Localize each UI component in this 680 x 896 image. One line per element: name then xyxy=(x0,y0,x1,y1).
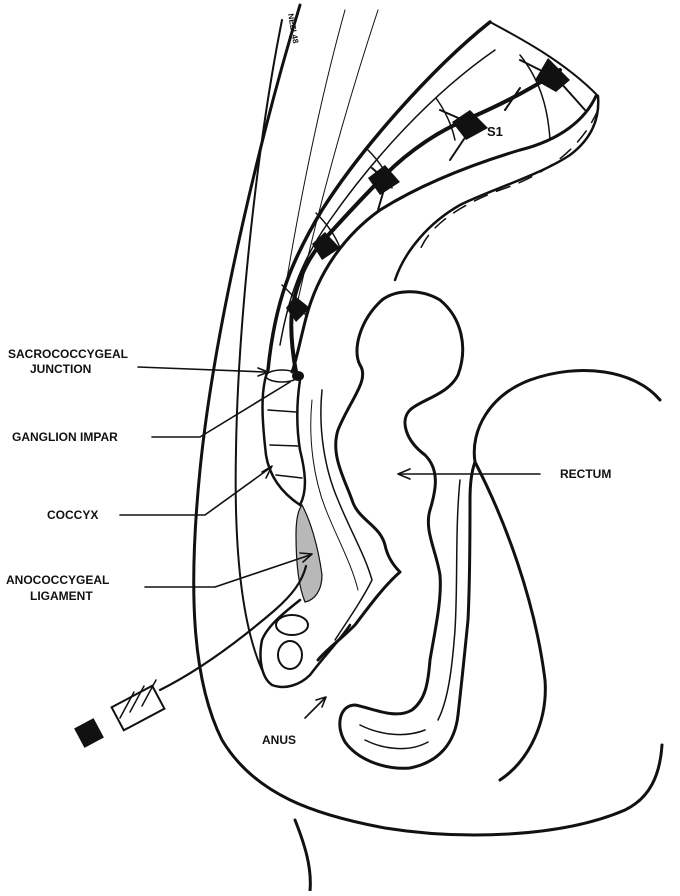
label-coccyx: COCCYX xyxy=(47,508,98,522)
perineal-oval-lower xyxy=(277,640,303,670)
label-anococcygeal-line1: ANOCOCCYGEAL xyxy=(6,573,109,587)
coccyx-segments xyxy=(267,409,303,479)
anal-canal-lines xyxy=(359,724,429,750)
rectum-lumen-line xyxy=(320,389,373,641)
perineal-body xyxy=(259,598,352,689)
label-ganglion-impar: GANGLION IMPAR xyxy=(12,430,118,444)
perineal-oval-upper xyxy=(275,614,309,636)
rectum-anterior-inner xyxy=(437,479,461,721)
skin-contour xyxy=(192,3,664,837)
label-rectum: RECTUM xyxy=(560,467,611,481)
rectum-lumen-line-2 xyxy=(310,399,359,591)
label-anus: ANUS xyxy=(262,733,296,747)
sacrococcygeal-disc xyxy=(265,369,299,383)
needle-syringe-end xyxy=(74,718,104,748)
s1-label: S1 xyxy=(487,124,503,139)
rectum-posterior-wall xyxy=(316,298,402,662)
rectum-anterior-wall xyxy=(338,290,477,770)
label-sacrococcygeal-line1: SACROCOCCYGEAL xyxy=(8,347,128,361)
coccyx-outline xyxy=(261,368,307,507)
sacral-border-anterior xyxy=(393,94,600,282)
label-sacrococcygeal-line2: JUNCTION xyxy=(30,362,91,376)
sacral-nerves xyxy=(286,58,586,374)
label-anococcygeal-line2: LIGAMENT xyxy=(30,589,93,603)
sacral-dashed-outline xyxy=(419,109,599,251)
sacral-canal-line xyxy=(279,49,496,346)
buttock-lower-contour xyxy=(293,818,312,893)
sacrum-top-line xyxy=(489,21,599,97)
fascia-line-outer xyxy=(234,19,283,671)
sacrum-outline xyxy=(266,20,492,372)
needle xyxy=(74,564,308,748)
leader-lines xyxy=(119,366,541,719)
bladder-dome xyxy=(472,369,662,464)
needle-hub xyxy=(110,684,166,732)
fascia-line-inner xyxy=(284,9,346,291)
sacrum-anterior-outline xyxy=(290,94,598,374)
prostate-outline xyxy=(473,460,547,782)
